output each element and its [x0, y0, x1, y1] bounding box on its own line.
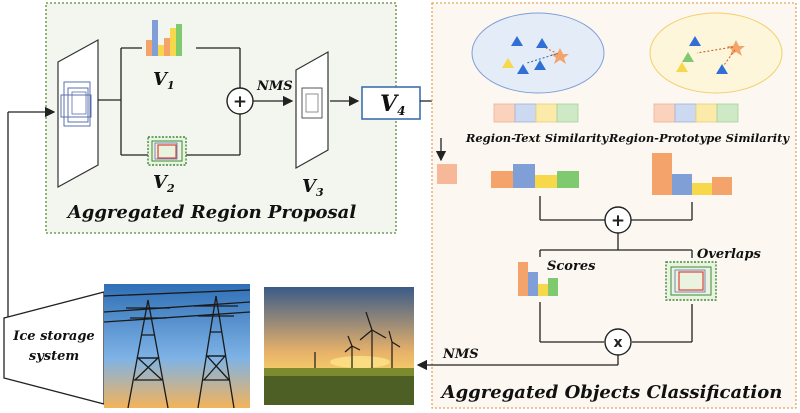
aggregate-plus-symbol: + [233, 92, 247, 112]
scores-label: Scores [547, 259, 596, 274]
feedback-line [7, 106, 56, 318]
region-feature-square [437, 164, 457, 184]
ice-storage-label-line1: Ice storage [12, 329, 94, 344]
objects-classification-title: Aggregated Objects Classification [440, 382, 783, 403]
region-text-label: Region-Text Similarity [465, 131, 610, 145]
overlaps-label: Overlaps [697, 247, 761, 262]
region-prototype-strip [653, 103, 739, 123]
region-prototype-label: Region-Prototype Similarity [608, 131, 791, 145]
region-text-strip [493, 103, 579, 123]
branch-lines [98, 47, 294, 156]
merge-lines [539, 196, 693, 258]
power-tower-photo [103, 284, 251, 409]
scores-bars [518, 262, 558, 296]
prototype-similarity-bars [652, 153, 732, 195]
text-similarity-bars [491, 164, 579, 188]
v3-label: V3 [302, 176, 324, 199]
prototype-embedding-space [649, 12, 783, 94]
v1-label: V1 [153, 69, 175, 92]
multiply-lines [416, 302, 693, 371]
v4-box [361, 86, 421, 120]
wind-turbine-photo [264, 287, 414, 405]
input-image-frame [57, 38, 99, 189]
multiply-circle [604, 328, 632, 356]
overlaps-box-icon [665, 261, 717, 301]
aggregate-plus-circle [226, 87, 254, 115]
ice-storage-frustum [3, 291, 105, 405]
v1-bar-icon [146, 20, 182, 56]
v2-label: V2 [153, 172, 175, 195]
nms-label-bottom: NMS [442, 347, 479, 362]
nms-label-top: NMS [256, 79, 293, 94]
fusion-plus-symbol: + [611, 211, 625, 231]
multiply-symbol: x [613, 335, 622, 351]
v3-frame [295, 50, 329, 170]
region-proposal-panel [45, 2, 397, 234]
v2-box-icon [147, 136, 187, 166]
v4-label: V4 [380, 91, 405, 118]
text-embedding-space [471, 12, 605, 94]
region-proposal-title: Aggregated Region Proposal [66, 202, 357, 223]
ice-storage-label-line2: system [29, 349, 79, 364]
fusion-plus-circle [604, 206, 632, 234]
